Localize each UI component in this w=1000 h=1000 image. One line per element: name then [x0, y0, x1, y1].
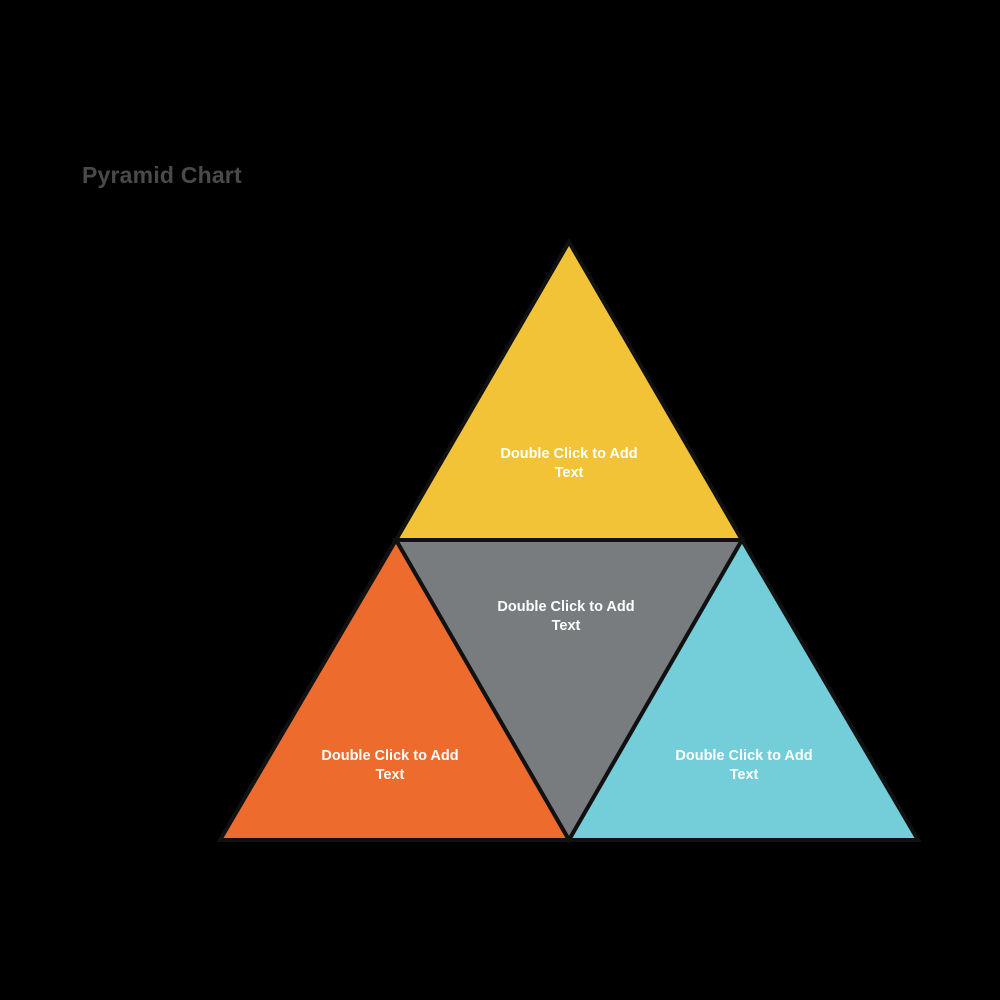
segment-top-label-line1: Double Click to Add — [500, 446, 637, 462]
segment-bottom-center-label-line2: Text — [552, 618, 581, 634]
segment-bottom-left-label-line2: Text — [376, 767, 405, 783]
triangle-top-shape[interactable] — [392, 238, 746, 542]
triangle-bottom-left-shape[interactable] — [216, 536, 573, 842]
segment-bottom-right-label-line1: Double Click to Add — [675, 748, 812, 764]
pyramid-segment-bottom-right[interactable]: Double Click to Add Text — [565, 536, 922, 842]
triangle-bottom-right-shape[interactable] — [565, 536, 922, 842]
segment-bottom-right-label-line2: Text — [730, 767, 759, 783]
pyramid-segment-top[interactable]: Double Click to Add Text — [392, 238, 746, 542]
segment-bottom-center-label-line1: Double Click to Add — [497, 599, 634, 615]
segment-top-label-line2: Text — [555, 465, 584, 481]
segment-bottom-left-label-line1: Double Click to Add — [321, 748, 458, 764]
pyramid-segment-bottom-left[interactable]: Double Click to Add Text — [216, 536, 573, 842]
page-title: Pyramid Chart — [82, 162, 242, 188]
